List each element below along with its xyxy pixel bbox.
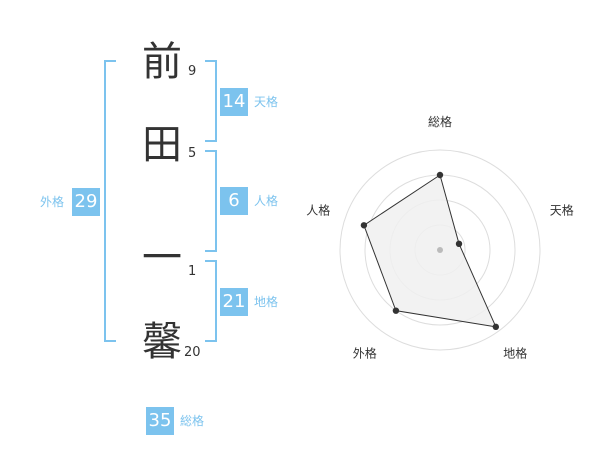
chikaku-value: 21	[220, 288, 248, 316]
radar-axis-label-3: 地格	[503, 346, 527, 361]
chikaku-bracket	[205, 260, 217, 342]
name-char-3: 一	[142, 235, 182, 281]
jinkaku-value: 6	[220, 187, 248, 215]
stroke-count-3: 1	[188, 264, 197, 279]
gaikaku-value: 29	[72, 188, 100, 216]
stroke-count-1: 9	[188, 64, 197, 79]
radar-grid-ring-4	[339, 149, 541, 351]
tenkaku-bracket	[205, 60, 217, 142]
radar-point-2	[455, 240, 463, 248]
tenkaku-label: 天格	[254, 95, 279, 109]
radar-axis-label-2: 天格	[550, 202, 574, 217]
radar-center-dot	[437, 247, 443, 253]
gaikaku-label: 外格	[40, 195, 65, 209]
name-char-4: 馨	[142, 319, 182, 365]
radar-point-1	[436, 171, 444, 179]
gaikaku-bracket	[104, 60, 116, 342]
name-char-2: 田	[142, 122, 182, 168]
tenkaku-value: 14	[220, 88, 248, 116]
stroke-count-4: 20	[184, 345, 201, 360]
soukaku-label: 総格	[180, 414, 205, 428]
radar-point-4	[392, 307, 400, 314]
radar-point-3	[492, 323, 500, 331]
radar-point-5	[360, 222, 368, 229]
radar-axis-label-4: 外格	[353, 346, 377, 361]
chikaku-label: 地格	[254, 295, 279, 309]
jinkaku-label: 人格	[254, 194, 279, 208]
radar-axis-label-5: 人格	[306, 202, 330, 217]
name-char-1: 前	[142, 39, 182, 85]
jinkaku-bracket	[205, 150, 217, 252]
stroke-count-2: 5	[188, 146, 197, 161]
radar-series-area	[363, 174, 497, 328]
radar-axis-label-1: 総格	[428, 114, 452, 129]
soukaku-value: 35	[146, 407, 174, 435]
